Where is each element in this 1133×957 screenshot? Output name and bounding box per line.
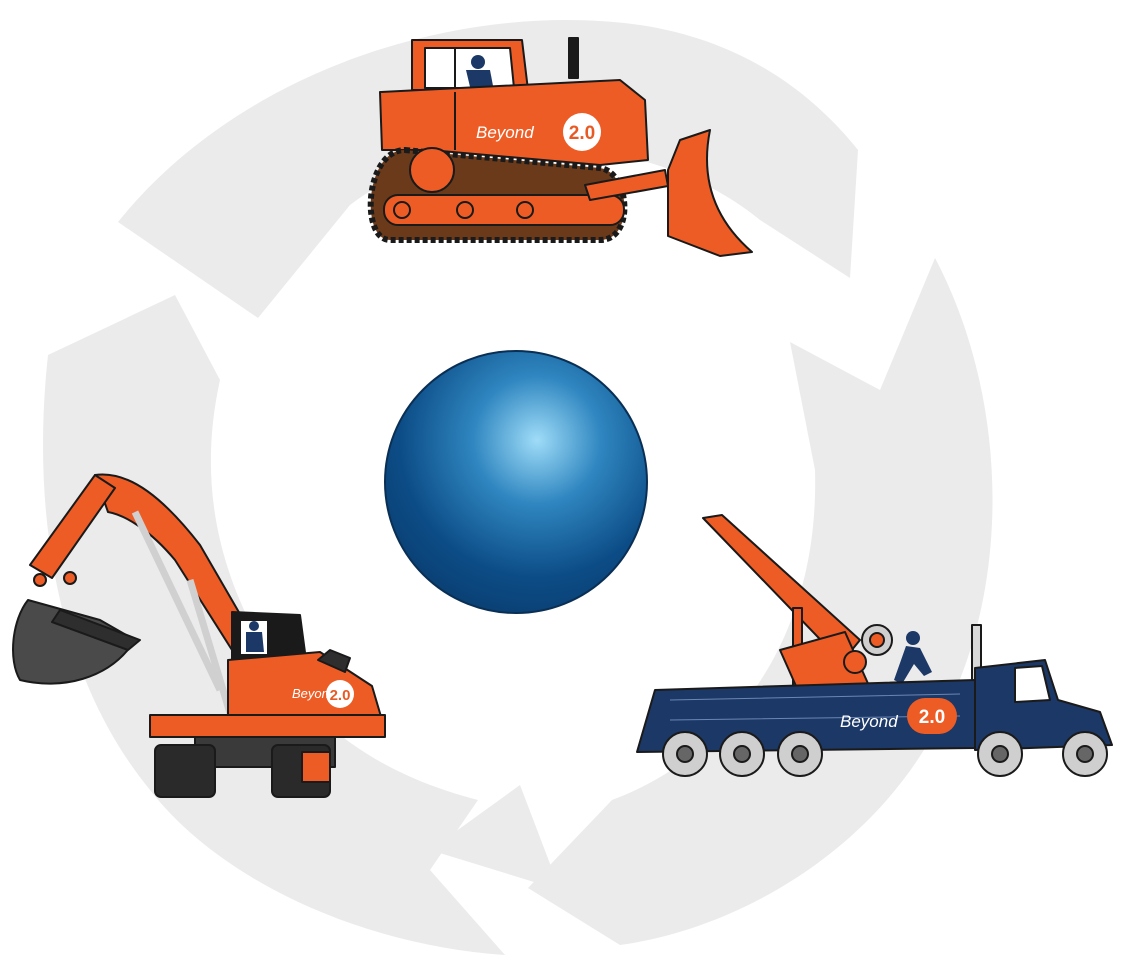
tow-truck-logo-number: 2.0	[919, 707, 945, 728]
bulldozer-logo-word: Beyond	[476, 123, 534, 142]
cycle-arrow-right	[528, 258, 993, 945]
bulldozer-logo-number: 2.0	[569, 123, 595, 144]
tow-truck-logo-word: Beyond	[840, 712, 898, 731]
excavator-logo-number: 2.0	[330, 687, 351, 704]
center-sphere	[385, 351, 647, 613]
